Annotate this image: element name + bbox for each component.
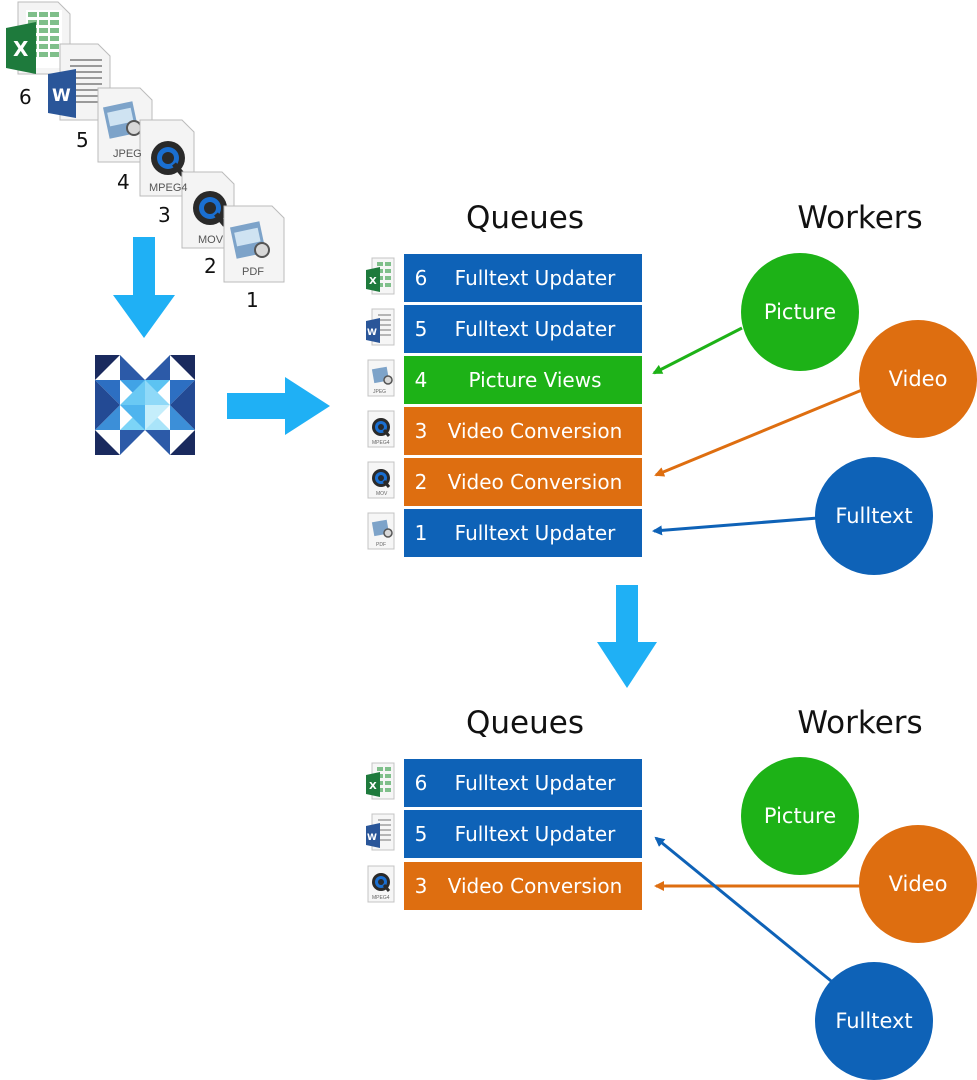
file-number-5: 5 (76, 128, 89, 152)
jpeg-icon: JPEG (367, 359, 395, 397)
bottom-workers-heading: Workers (797, 705, 923, 741)
queue-row-number: 6 (414, 266, 428, 290)
queue-row-number: 3 (414, 419, 428, 443)
top-worker-video: Video (859, 320, 977, 438)
queue-row-label: Video Conversion (447, 419, 623, 443)
word-icon: W (366, 308, 395, 346)
excel-file-icon: X (6, 1, 71, 75)
fulltext-to-queue1-arrow (652, 516, 819, 536)
top-queue-row-3: 3 Video Conversion (404, 407, 642, 455)
top-queues-heading: Queues (466, 200, 584, 236)
top-queue-row-6: 6 Fulltext Updater (404, 254, 642, 302)
bottom-queue-row-3: 3 Video Conversion (404, 862, 642, 910)
logo-icon (95, 355, 195, 455)
svg-text:X: X (369, 781, 377, 792)
queue-row-number: 2 (414, 470, 428, 494)
queue-row-number: 4 (414, 368, 428, 392)
mpeg4-mini-label-bottom: MPEG4 (372, 895, 390, 901)
mpeg4-mini-label: MPEG4 (372, 440, 390, 446)
svg-text:X: X (369, 276, 377, 287)
file-stack: X W (6, 1, 285, 283)
top-workers-heading: Workers (797, 200, 923, 236)
jpeg-mini-label: JPEG (373, 389, 386, 395)
jpeg-file-label: JPEG (113, 148, 142, 160)
queue-row-number: 6 (414, 771, 428, 795)
file-number-4: 4 (117, 170, 130, 194)
svg-text:W: W (367, 328, 377, 338)
pdf-mini-label: PDF (376, 542, 386, 548)
mpeg4-icon: MPEG4 (367, 410, 395, 448)
queue-row-label: Fulltext Updater (454, 317, 616, 341)
mpeg4-icon: MPEG4 (367, 865, 395, 903)
right-arrow-icon (227, 377, 330, 435)
excel-icon: X (366, 762, 395, 800)
bottom-row-icons: X W MPEG4 (366, 762, 395, 903)
queue-row-label: Video Conversion (447, 874, 623, 898)
svg-text:W: W (52, 86, 71, 106)
file-number-6: 6 (19, 85, 32, 109)
top-queue-row-5: 5 Fulltext Updater (404, 305, 642, 353)
top-worker-picture: Picture (741, 253, 859, 371)
bottom-worker-picture: Picture (741, 757, 859, 875)
mpeg4-file-icon (139, 119, 195, 197)
queue-row-label: Fulltext Updater (454, 521, 616, 545)
mov-icon: MOV (367, 461, 395, 499)
excel-icon: X (366, 257, 395, 295)
pdf-file-label: PDF (242, 266, 264, 278)
video-to-queue2-arrow (654, 388, 863, 477)
bottom-worker-fulltext: Fulltext (815, 962, 933, 1080)
top-row-icons: X W JPEG MPEG4 MOV PDF (366, 257, 395, 550)
top-worker-fulltext: Fulltext (815, 457, 933, 575)
queue-row-label: Video Conversion (447, 470, 623, 494)
queue-row-label: Fulltext Updater (454, 266, 616, 290)
mov-mini-label: MOV (376, 491, 388, 497)
mov-file-label: MOV (198, 234, 224, 246)
queue-row-number: 1 (414, 521, 428, 545)
down-arrow-icon (113, 237, 175, 338)
fulltext-to-queue5-arrow (654, 836, 837, 987)
bottom-queue-row-5: 5 Fulltext Updater (404, 810, 642, 858)
jpeg-file-icon (97, 87, 153, 163)
queue-row-label: Fulltext Updater (454, 822, 616, 846)
svg-text:W: W (367, 833, 377, 843)
file-number-3: 3 (158, 203, 171, 227)
bottom-queues-heading: Queues (466, 705, 584, 741)
top-queue-row-4: 4 Picture Views (404, 356, 642, 404)
mpeg-file-label: MPEG4 (149, 182, 188, 194)
word-icon: W (366, 813, 395, 851)
queue-row-label: Picture Views (468, 368, 602, 392)
bottom-worker-video: Video (859, 825, 977, 943)
pdf-icon: PDF (367, 512, 395, 550)
picture-to-queue4-arrow (652, 326, 743, 375)
svg-text:X: X (13, 37, 29, 61)
file-number-2: 2 (204, 254, 217, 278)
top-queue-row-1: 1 Fulltext Updater (404, 509, 642, 557)
top-queue-row-2: 2 Video Conversion (404, 458, 642, 506)
queue-row-number: 3 (414, 874, 428, 898)
queue-row-number: 5 (414, 317, 428, 341)
queue-row-number: 5 (414, 822, 428, 846)
bottom-queue-row-6: 6 Fulltext Updater (404, 759, 642, 807)
queue-row-label: Fulltext Updater (454, 771, 616, 795)
file-number-1: 1 (246, 288, 259, 312)
down-arrow-2-icon (597, 585, 657, 688)
pdf-file-icon (223, 205, 285, 283)
